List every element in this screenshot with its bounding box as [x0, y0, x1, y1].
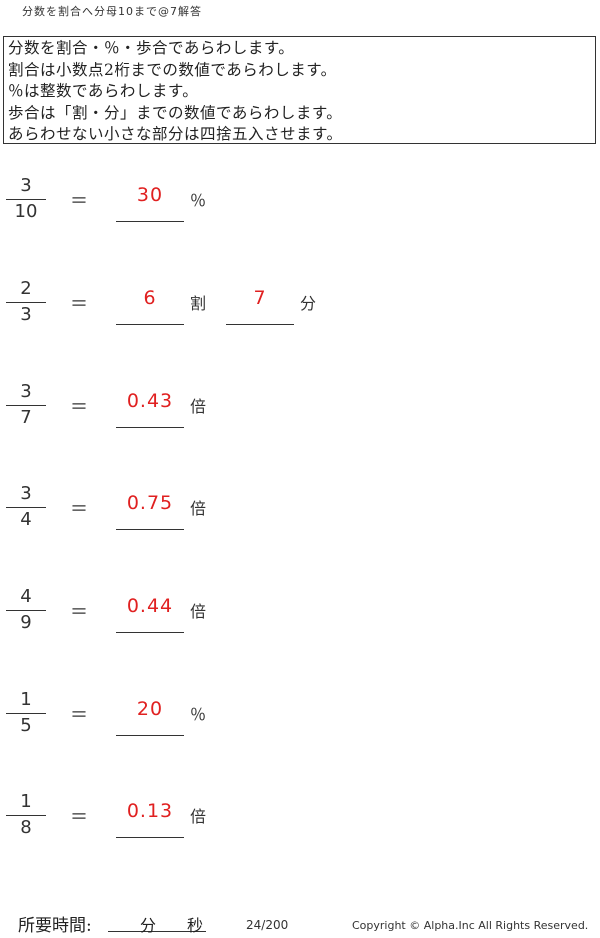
answer-value: 30 — [136, 184, 164, 206]
instruction-line: 歩合は「割・分」までの数値であらわします。 — [8, 103, 343, 122]
answer-value: 0.43 — [126, 390, 174, 412]
equals-sign: ＝ — [70, 499, 88, 520]
answer-value: 20 — [136, 698, 164, 720]
instruction-line: 割合は小数点2桁までの数値であらわします。 — [8, 60, 337, 79]
denominator: 7 — [20, 407, 32, 428]
fraction-bar — [6, 302, 46, 303]
answer-underline — [116, 221, 184, 222]
answer-unit: ％ — [190, 191, 207, 210]
instruction-line: ％は整数であらわします。 — [8, 82, 199, 100]
numerator: 3 — [20, 483, 32, 504]
answer-unit: 分 — [300, 294, 317, 313]
answer-unit: 倍 — [190, 602, 207, 621]
numerator: 3 — [20, 381, 32, 402]
answer-underline — [116, 632, 184, 633]
fraction: 1 5 — [0, 689, 50, 749]
answer-value: 0.75 — [126, 492, 174, 514]
answer-underline — [116, 324, 184, 325]
answer-unit: 倍 — [190, 397, 207, 416]
answer-value: 6 — [143, 287, 157, 309]
instruction-line: 分数を割合・％・歩合であらわします。 — [8, 39, 295, 57]
answer-underline — [226, 324, 294, 325]
answer-value: 0.44 — [126, 595, 174, 617]
seconds-label: 秒 — [187, 916, 204, 935]
equals-sign: ＝ — [70, 191, 88, 212]
instruction-line: あらわせない小さな部分は四捨五入させます。 — [8, 125, 343, 143]
problem-3: 3 7 ＝ 0.43 倍 — [0, 381, 600, 461]
problem-2: 2 3 ＝ 6 割 7 分 — [0, 278, 600, 358]
answer-value: 0.13 — [126, 800, 174, 822]
answer-underline — [116, 837, 184, 838]
answer-underline — [116, 735, 184, 736]
fraction: 3 4 — [0, 483, 50, 543]
page-number: 24/200 — [246, 918, 289, 932]
answer-underline — [116, 427, 184, 428]
fraction-bar — [6, 815, 46, 816]
minutes-label: 分 — [140, 916, 157, 935]
problem-1: 3 10 ＝ 30 ％ — [0, 175, 600, 255]
fraction: 1 8 — [0, 791, 50, 851]
answer-unit: 倍 — [190, 807, 207, 826]
equals-sign: ＝ — [70, 705, 88, 726]
numerator: 3 — [20, 175, 32, 196]
numerator: 2 — [20, 278, 32, 299]
numerator: 1 — [20, 689, 32, 710]
worksheet-title: 分数を割合へ分母10まで@7解答 — [22, 5, 202, 18]
problem-5: 4 9 ＝ 0.44 倍 — [0, 586, 600, 666]
numerator: 1 — [20, 791, 32, 812]
answer-unit: 倍 — [190, 499, 207, 518]
fraction: 3 10 — [0, 175, 50, 235]
instructions-box: 分数を割合・％・歩合であらわします。 割合は小数点2桁までの数値であらわします。… — [3, 36, 596, 144]
fraction-bar — [6, 199, 46, 200]
problem-6: 1 5 ＝ 20 ％ — [0, 689, 600, 769]
answer-unit: 割 — [190, 294, 207, 313]
problem-4: 3 4 ＝ 0.75 倍 — [0, 483, 600, 563]
answer-value: 7 — [253, 287, 267, 309]
fraction-bar — [6, 713, 46, 714]
denominator: 8 — [20, 817, 32, 838]
fraction-bar — [6, 610, 46, 611]
problem-7: 1 8 ＝ 0.13 倍 — [0, 791, 600, 871]
fraction-bar — [6, 405, 46, 406]
time-label: 所要時間: — [18, 916, 92, 936]
denominator: 3 — [20, 304, 32, 325]
equals-sign: ＝ — [70, 397, 88, 418]
denominator: 9 — [20, 612, 32, 633]
fraction-bar — [6, 507, 46, 508]
time-underline — [108, 931, 206, 932]
answer-unit: ％ — [190, 705, 207, 724]
fraction: 3 7 — [0, 381, 50, 441]
copyright-notice: Copyright © Alpha.Inc All Rights Reserve… — [352, 919, 589, 932]
fraction: 2 3 — [0, 278, 50, 338]
equals-sign: ＝ — [70, 807, 88, 828]
fraction: 4 9 — [0, 586, 50, 646]
denominator: 10 — [14, 201, 38, 222]
denominator: 5 — [20, 715, 32, 736]
equals-sign: ＝ — [70, 294, 88, 315]
denominator: 4 — [20, 509, 32, 530]
answer-underline — [116, 529, 184, 530]
numerator: 4 — [20, 586, 32, 607]
equals-sign: ＝ — [70, 602, 88, 623]
